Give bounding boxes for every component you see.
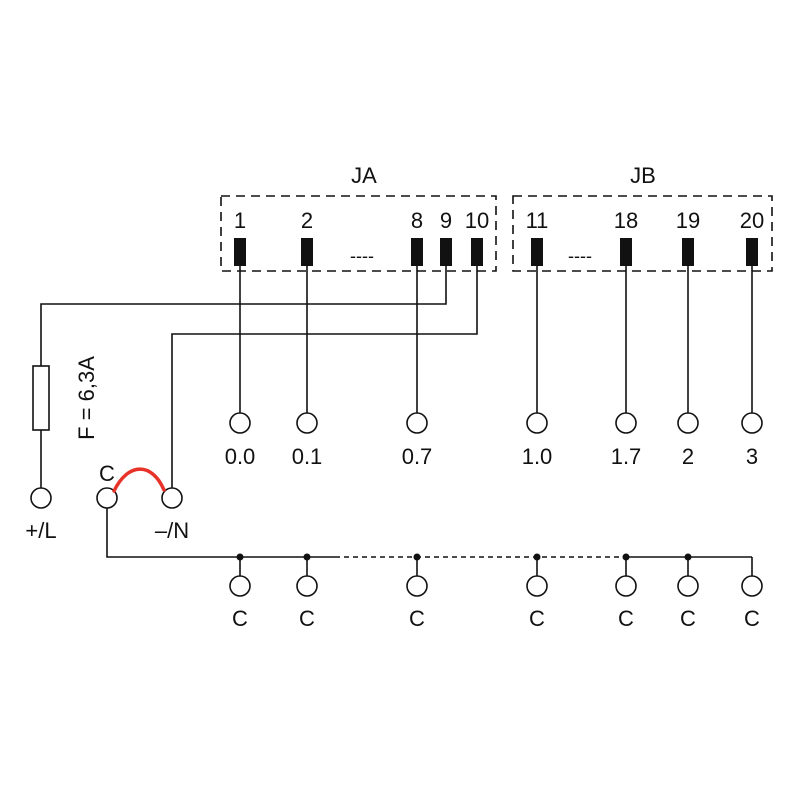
ja-pin-8-label: 8 bbox=[411, 208, 423, 233]
bus-junction-3 bbox=[413, 553, 421, 561]
common-bus-terminal-2 bbox=[296, 575, 318, 597]
output-terminal-2 bbox=[677, 412, 699, 434]
ja-pin-10 bbox=[471, 238, 483, 266]
output-label-2: 2 bbox=[682, 444, 694, 469]
common-bus-left bbox=[106, 508, 335, 558]
common-bus-terminal-6 bbox=[677, 575, 699, 597]
wire-pin-10-minus bbox=[171, 266, 478, 488]
output-label-0-1: 0.1 bbox=[292, 444, 323, 469]
jb-pin-11-label: 11 bbox=[526, 208, 549, 233]
common-bus-label-4: C bbox=[529, 606, 545, 631]
jb-pin-19 bbox=[682, 238, 694, 266]
common-bus-terminal-7 bbox=[741, 575, 763, 597]
ja-pin-9-label: 9 bbox=[440, 208, 452, 233]
jb-pin-20-label: 20 bbox=[740, 208, 764, 233]
bus-junction-5 bbox=[622, 553, 630, 561]
ja-pin-2-label: 2 bbox=[301, 208, 313, 233]
common-terminal-label: C bbox=[99, 461, 115, 486]
jb-pin-20 bbox=[746, 238, 758, 266]
ja-ellipsis: ---- bbox=[350, 246, 374, 266]
common-bus-label-2: C bbox=[299, 606, 315, 631]
plus-terminal-label: +/L bbox=[25, 518, 56, 543]
jb-pin-18-label: 18 bbox=[614, 208, 638, 233]
output-terminal-1-0 bbox=[526, 412, 548, 434]
output-terminal-0-0 bbox=[229, 412, 251, 434]
fuse-label: F = 6,3A bbox=[74, 356, 99, 440]
bus-junction-4 bbox=[533, 553, 541, 561]
fuse bbox=[32, 365, 50, 431]
connector-ja-box bbox=[220, 195, 497, 272]
common-bus-terminal-4 bbox=[526, 575, 548, 597]
ja-pin-8 bbox=[411, 238, 423, 266]
bus-junction-2 bbox=[303, 553, 311, 561]
connector-ja-label: JA bbox=[351, 163, 377, 188]
output-terminal-1-7 bbox=[615, 412, 637, 434]
common-bus-terminal-1 bbox=[229, 575, 251, 597]
ja-pin-9 bbox=[440, 238, 452, 266]
bus-junction-6 bbox=[684, 553, 692, 561]
minus-terminal bbox=[161, 487, 183, 509]
jb-pin-19-label: 19 bbox=[676, 208, 700, 233]
output-label-3: 3 bbox=[746, 444, 758, 469]
ja-pin-10-label: 10 bbox=[465, 208, 489, 233]
output-terminal-3 bbox=[741, 412, 763, 434]
jb-pin-11 bbox=[531, 238, 543, 266]
common-bus-label-7: C bbox=[744, 606, 760, 631]
connector-jb-label: JB bbox=[630, 163, 656, 188]
output-label-0-7: 0.7 bbox=[402, 444, 433, 469]
jb-ellipsis: ---- bbox=[568, 246, 592, 266]
wire-pin-9-plus bbox=[40, 266, 447, 366]
common-bus-terminal-3 bbox=[406, 575, 428, 597]
output-terminal-0-1 bbox=[296, 412, 318, 434]
ja-pin-1 bbox=[234, 238, 246, 266]
bus-junction-1 bbox=[236, 553, 244, 561]
jumper-wire bbox=[112, 467, 166, 493]
common-bus-label-6: C bbox=[680, 606, 696, 631]
common-bus-label-3: C bbox=[409, 606, 425, 631]
output-label-1-0: 1.0 bbox=[522, 444, 553, 469]
common-bus-label-1: C bbox=[232, 606, 248, 631]
jb-pin-18 bbox=[620, 238, 632, 266]
output-terminal-0-7 bbox=[406, 412, 428, 434]
common-bus-label-5: C bbox=[618, 606, 634, 631]
output-label-1-7: 1.7 bbox=[611, 444, 642, 469]
output-label-0-0: 0.0 bbox=[225, 444, 256, 469]
common-bus-terminal-5 bbox=[615, 575, 637, 597]
connector-jb-box bbox=[512, 195, 773, 272]
ja-pin-1-label: 1 bbox=[234, 208, 246, 233]
minus-terminal-label: –/N bbox=[155, 518, 189, 543]
plus-terminal bbox=[30, 487, 52, 509]
ja-pin-2 bbox=[301, 238, 313, 266]
